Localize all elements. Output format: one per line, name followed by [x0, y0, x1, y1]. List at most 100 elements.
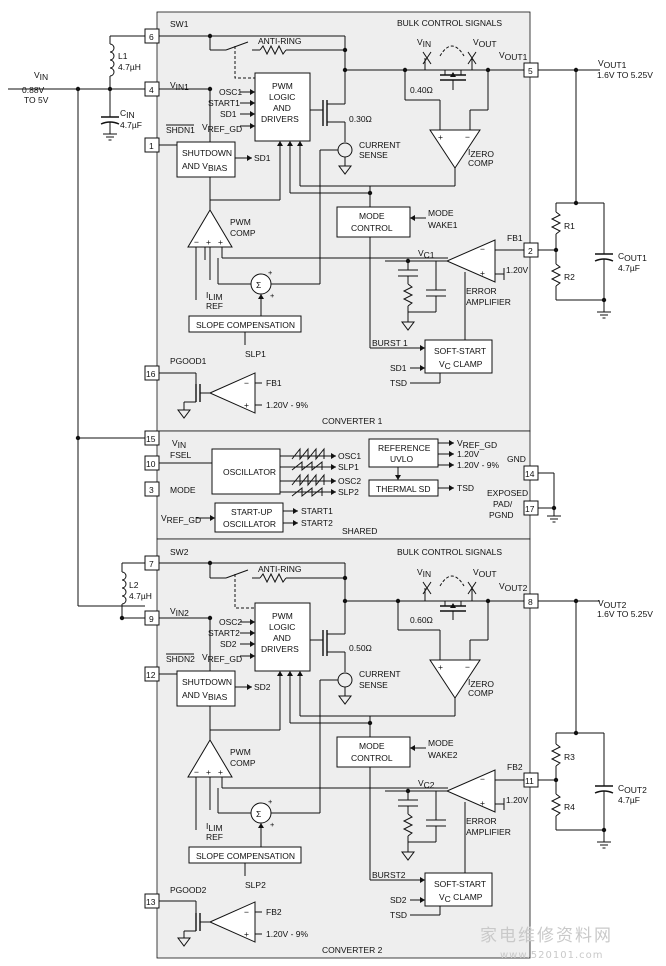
pin-3: 3 [144, 481, 160, 497]
anti-ring-label-1: ANTI-RING [258, 36, 301, 46]
svg-text:11: 11 [525, 776, 534, 786]
r4-label: R4 [564, 802, 575, 812]
svg-text:VIN: VIN [417, 37, 431, 49]
svg-text:1.20V: 1.20V [457, 449, 480, 459]
converter2-label: CONVERTER 2 [322, 945, 383, 955]
svg-text:1: 1 [149, 141, 154, 151]
shutdown-vbias-block-2 [176, 670, 236, 707]
pin-14: 14 [523, 465, 539, 481]
svg-text:−: − [465, 662, 470, 672]
svg-text:THERMAL SD: THERMAL SD [376, 484, 430, 494]
svg-text:REFERENCE: REFERENCE [378, 443, 431, 453]
sd1-in: SD1 [220, 109, 237, 119]
svg-text:−: − [480, 774, 485, 784]
svg-text:VREF_GD: VREF_GD [457, 438, 497, 450]
svg-text:CURRENT: CURRENT [359, 669, 401, 679]
vout2-label: VOUT2 [598, 598, 627, 610]
svg-text:SOFT-START: SOFT-START [434, 879, 486, 889]
vout2-range: 1.6V TO 5.25V [597, 609, 653, 619]
l2-label: L2 [129, 580, 139, 590]
svg-text:+: + [438, 132, 443, 142]
slp1-in: SLP1 [245, 349, 266, 359]
osc2-in: OSC2 [219, 617, 242, 627]
watermark-url: www.520101.com [500, 950, 604, 961]
pin-6: 6 [144, 28, 160, 44]
clock-waveform-icon [291, 473, 325, 487]
burst1-label: BURST 1 [372, 338, 408, 348]
svg-text:OSCILLATOR: OSCILLATOR [223, 519, 276, 529]
svg-text:VOUT: VOUT [473, 37, 497, 49]
svg-text:13: 13 [146, 897, 156, 907]
svg-text:+: + [270, 820, 275, 829]
r-sync-2: 0.60Ω [410, 615, 433, 625]
resistor-r1 [550, 211, 562, 235]
svg-text:PWM: PWM [272, 611, 293, 621]
svg-text:REF: REF [206, 832, 223, 842]
watermark-cn: 家电维修资料网 [480, 926, 613, 946]
svg-text:COMP: COMP [230, 228, 256, 238]
cout2-value: 4.7µF [618, 795, 640, 805]
svg-text:AND VBIAS: AND VBIAS [182, 690, 228, 702]
svg-text:+: + [480, 268, 485, 278]
pin-16: 16 [144, 365, 160, 381]
svg-text:CONTROL: CONTROL [351, 223, 393, 233]
svg-text:DRIVERS: DRIVERS [261, 644, 299, 654]
izero-comparator-1 [429, 129, 481, 169]
anti-ring-label-2: ANTI-RING [258, 564, 301, 574]
svg-text:DRIVERS: DRIVERS [261, 114, 299, 124]
sw2-label: SW2 [170, 547, 189, 557]
svg-text:1.20V: 1.20V [506, 795, 529, 805]
svg-text:1.20V - 9%: 1.20V - 9% [266, 400, 308, 410]
svg-text:−: − [480, 244, 485, 254]
mode-control-block-1 [336, 206, 411, 238]
svg-text:6: 6 [149, 32, 154, 42]
svg-text:ERROR: ERROR [466, 816, 497, 826]
svg-text:15: 15 [146, 434, 156, 444]
svg-text:4: 4 [149, 85, 154, 95]
sd2-in: SD2 [220, 639, 237, 649]
cout2-label: COUT2 [618, 783, 647, 795]
svg-text:VREF_GD: VREF_GD [161, 513, 201, 525]
svg-text:ILIM: ILIM [206, 290, 223, 302]
svg-text:+: + [244, 929, 249, 939]
svg-text:VOUT: VOUT [473, 567, 497, 579]
svg-text:FSEL: FSEL [170, 450, 192, 460]
svg-text:AMPLIFIER: AMPLIFIER [466, 827, 511, 837]
vref-gd-in-2: VREF_GD [202, 652, 242, 664]
pin-2: 2 [523, 242, 539, 258]
svg-text:12: 12 [146, 670, 156, 680]
pin-12: 12 [144, 666, 160, 682]
converter-2: SW2 VIN2 SHDN2 PGOOD2 ANTI-RING PWM LOGI… [159, 547, 529, 955]
pin-11: 11 [523, 772, 539, 788]
sd1-out: SD1 [254, 153, 271, 163]
svg-text:VC1: VC1 [418, 248, 435, 260]
l2-value: 4.7µH [129, 591, 152, 601]
l1-value: 4.7µH [118, 62, 141, 72]
r-nmos-1: 0.30Ω [349, 114, 372, 124]
izero-comparator-2 [429, 659, 481, 699]
svg-text:+: + [206, 767, 211, 777]
svg-text:SHUTDOWN: SHUTDOWN [182, 148, 232, 158]
svg-text:AMPLIFIER: AMPLIFIER [466, 297, 511, 307]
burst2-label: BURST2 [372, 870, 406, 880]
pin-15: 15 [144, 430, 160, 446]
svg-text:SLOPE COMPENSATION: SLOPE COMPENSATION [196, 320, 295, 330]
svg-text:IZERO: IZERO [468, 147, 494, 159]
shutdown-vbias-block-1 [176, 141, 236, 178]
svg-text:−: − [194, 237, 199, 247]
vout1-label: VOUT1 [598, 58, 627, 70]
svg-text:ILIM: ILIM [206, 821, 223, 833]
oscillator-block [211, 448, 281, 495]
svg-text:MODE: MODE [428, 738, 454, 748]
error-amplifier-1 [445, 239, 496, 283]
svg-text:WAKE1: WAKE1 [428, 220, 458, 230]
svg-text:VC CLAMP: VC CLAMP [439, 359, 483, 371]
svg-text:VC CLAMP: VC CLAMP [439, 892, 483, 904]
svg-text:SOFT-START: SOFT-START [434, 346, 486, 356]
svg-text:MODE: MODE [428, 208, 454, 218]
pwm-comparator-1 [187, 209, 233, 248]
svg-text:SLP2: SLP2 [338, 487, 359, 497]
svg-text:TSD: TSD [390, 910, 407, 920]
